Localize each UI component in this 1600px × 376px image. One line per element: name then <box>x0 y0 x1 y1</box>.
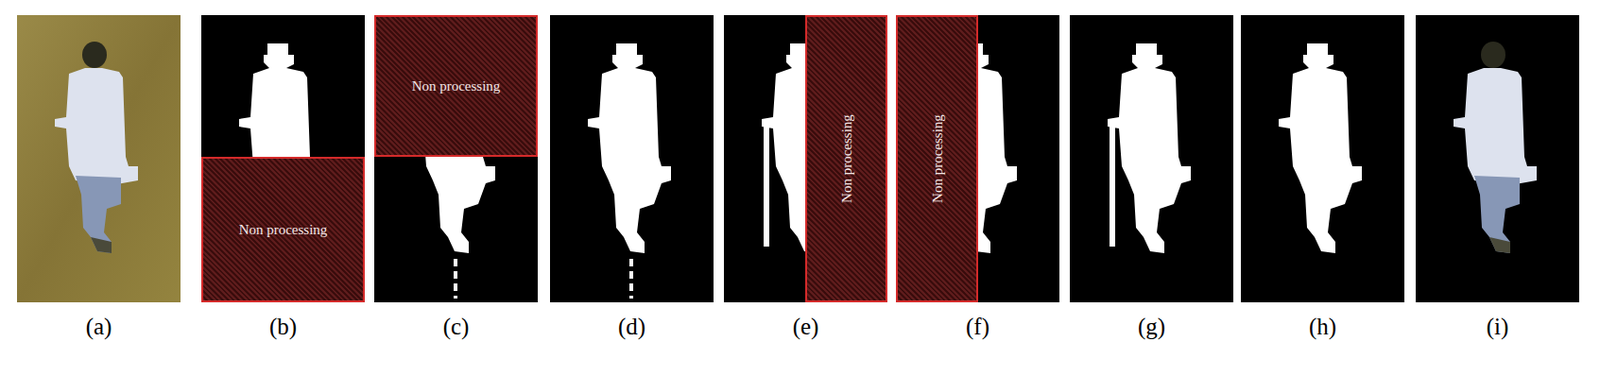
panel-letter: (a) <box>61 313 138 341</box>
non-processing-region: Non processing <box>805 15 888 303</box>
mask-top <box>201 15 365 303</box>
mask-bottom <box>374 15 538 303</box>
mask-merged-vertical <box>550 15 714 303</box>
non-processing-region: Non processing <box>374 15 538 157</box>
panel-letter: (f) <box>940 313 1016 341</box>
non-processing-region: Non processing <box>895 15 979 303</box>
region-label: Non processing <box>210 221 356 239</box>
panel-letter: (h) <box>1285 313 1361 341</box>
mask-final <box>1240 15 1405 303</box>
panel-letter: (i) <box>1460 313 1536 341</box>
mask-right <box>895 15 1060 303</box>
panel-letter: (d) <box>594 313 671 341</box>
panel-letter: (e) <box>768 313 844 341</box>
mask-merged-horizontal <box>1069 15 1234 303</box>
region-label: Non processing <box>929 106 947 211</box>
region-label: Non processing <box>838 106 856 211</box>
non-processing-region: Non processing <box>201 156 365 303</box>
panel-letter: (g) <box>1114 313 1190 341</box>
mask-left <box>723 15 888 303</box>
panel-letter: (b) <box>245 313 322 341</box>
segmented-result <box>1415 15 1580 303</box>
original-photo <box>17 15 181 303</box>
panel-letter: (c) <box>418 313 495 341</box>
region-label: Non processing <box>383 77 529 95</box>
